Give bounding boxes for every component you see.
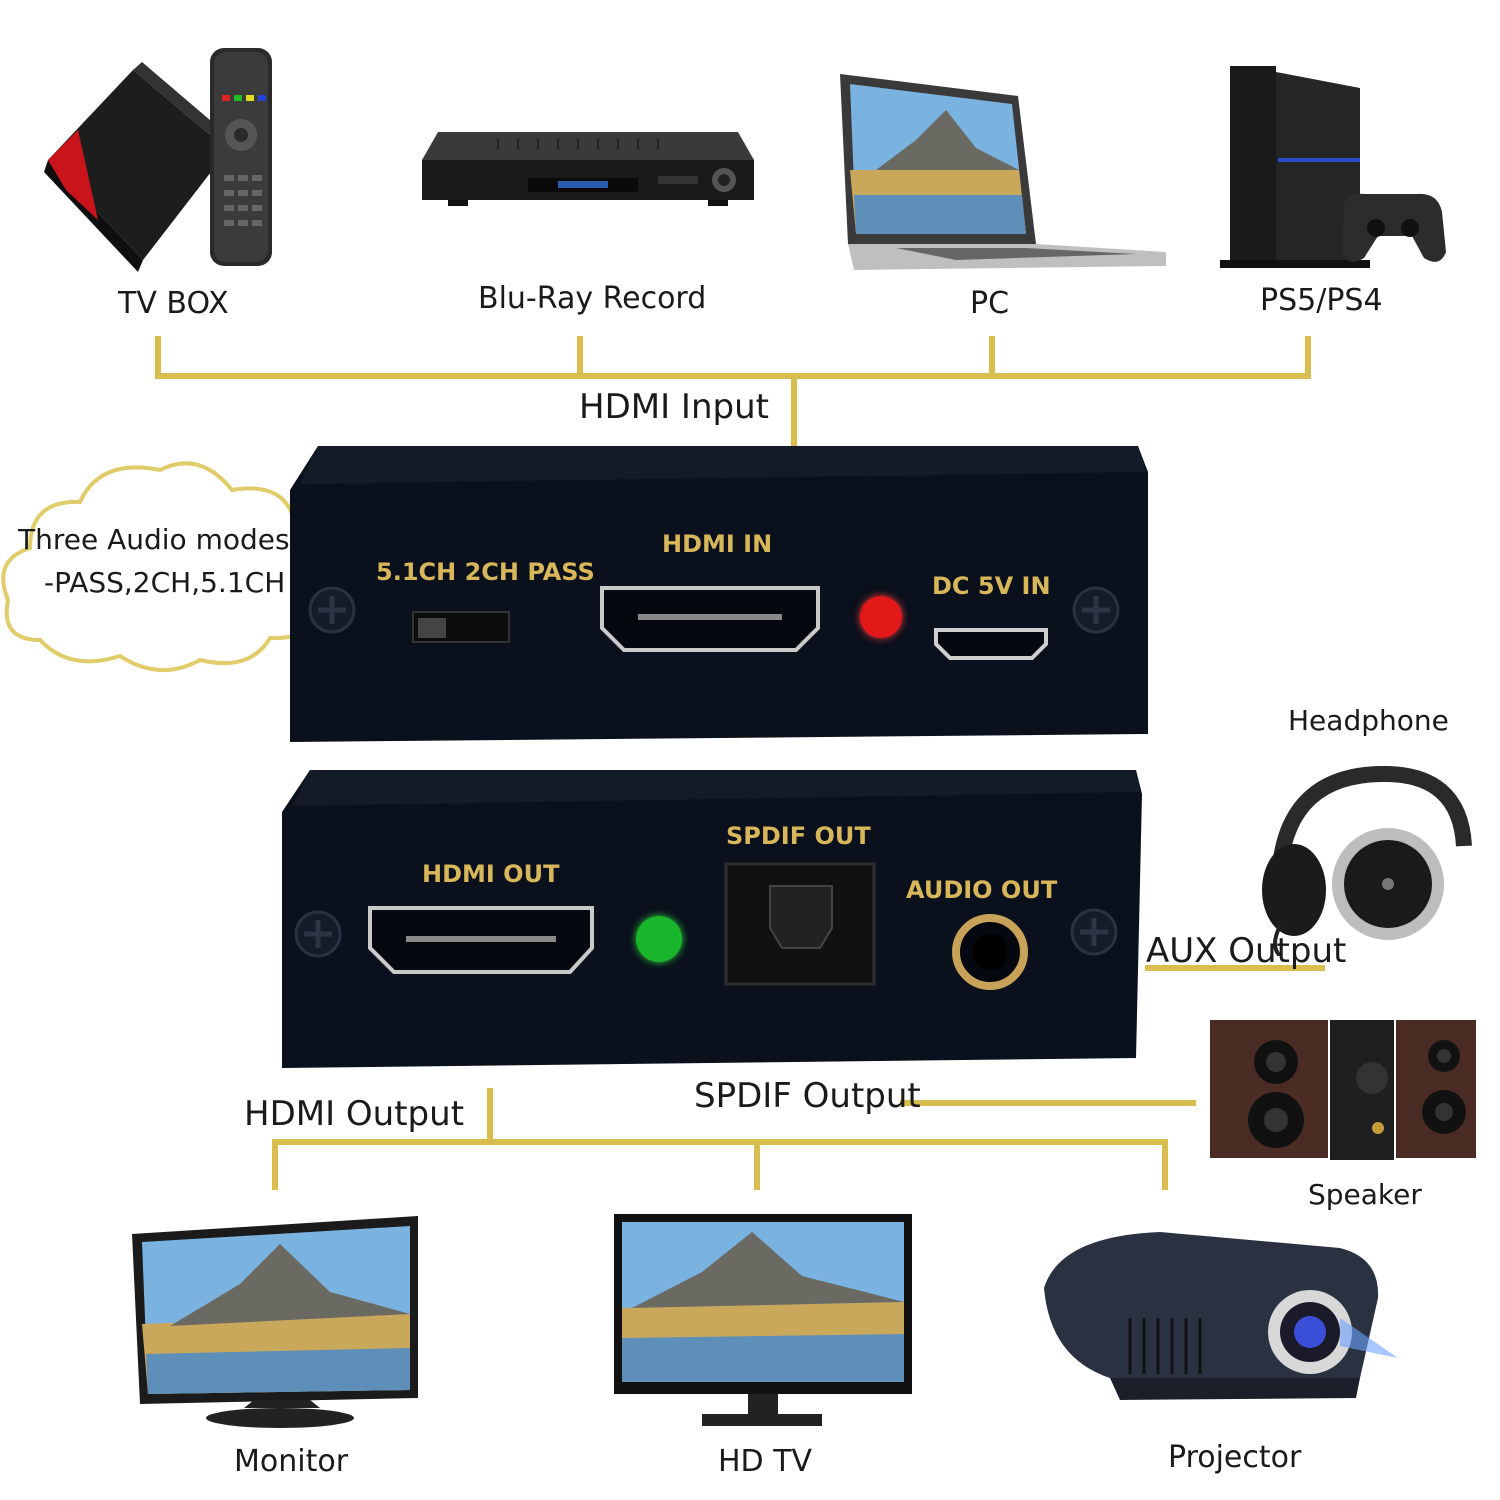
tv-box-icon — [44, 48, 272, 272]
bluray-label: Blu-Ray Record — [478, 281, 707, 316]
hdmi-in-label: HDMI IN — [662, 530, 773, 558]
hdmi-input-label: HDMI Input — [579, 387, 769, 427]
tv-box-label: TV BOX — [118, 286, 229, 321]
tv-box-device — [38, 40, 278, 275]
audio-modes-cloud — [1, 461, 321, 672]
hdtv-label: HD TV — [718, 1444, 813, 1479]
speaker-label: Speaker — [1308, 1178, 1422, 1211]
aux-output-label: AUX Output — [1146, 931, 1347, 971]
headphone-device — [1250, 766, 1475, 956]
front-status-led — [860, 596, 902, 638]
audio-modes-line2: -PASS,2CH,5.1CH — [44, 566, 286, 599]
ps-label: PS5/PS4 — [1260, 283, 1383, 318]
hdmi-out-label: HDMI OUT — [422, 860, 560, 888]
input-bus-line — [155, 336, 1311, 379]
hdtv-device — [612, 1212, 914, 1434]
front-panel-body — [290, 446, 1148, 742]
back-status-led — [636, 916, 682, 962]
spdif-output-label: SPDIF Output — [694, 1076, 921, 1116]
projector-icon — [1044, 1232, 1398, 1400]
mode-switch-label: 5.1CH 2CH PASS — [376, 558, 595, 586]
audio-modes-line1: Three Audio modes — [18, 523, 290, 556]
speaker-device — [1206, 1016, 1478, 1162]
console-icon — [1220, 66, 1446, 268]
monitor-icon — [132, 1216, 418, 1428]
ps-device — [1216, 64, 1446, 274]
output-bus-line — [272, 1139, 1168, 1190]
extractor-back-panel: HDMI OUT SPDIF OUT AUDIO OUT — [280, 768, 1144, 1072]
projector-label: Projector — [1168, 1440, 1302, 1475]
hdmi-output-label: HDMI Output — [244, 1094, 465, 1134]
pc-device — [836, 70, 1171, 280]
laptop-icon — [840, 74, 1166, 270]
headphone-icon — [1262, 766, 1472, 956]
bluray-device — [418, 130, 758, 208]
monitor-device — [130, 1214, 422, 1430]
back-panel-body — [282, 770, 1142, 1068]
monitor-label: Monitor — [234, 1444, 349, 1479]
dc-in-label: DC 5V IN — [932, 572, 1051, 600]
headphone-label: Headphone — [1288, 704, 1449, 737]
bluray-icon — [422, 132, 754, 206]
audio-out-label: AUDIO OUT — [906, 876, 1058, 904]
mode-switch[interactable] — [413, 612, 509, 642]
spdif-out-label: SPDIF OUT — [726, 822, 871, 850]
speaker-icon — [1210, 1020, 1476, 1160]
projector-device — [1040, 1228, 1400, 1404]
extractor-front-panel: 5.1CH 2CH PASS HDMI IN DC 5V IN — [288, 444, 1150, 746]
pc-label: PC — [970, 286, 1010, 321]
tv-icon — [614, 1214, 912, 1426]
